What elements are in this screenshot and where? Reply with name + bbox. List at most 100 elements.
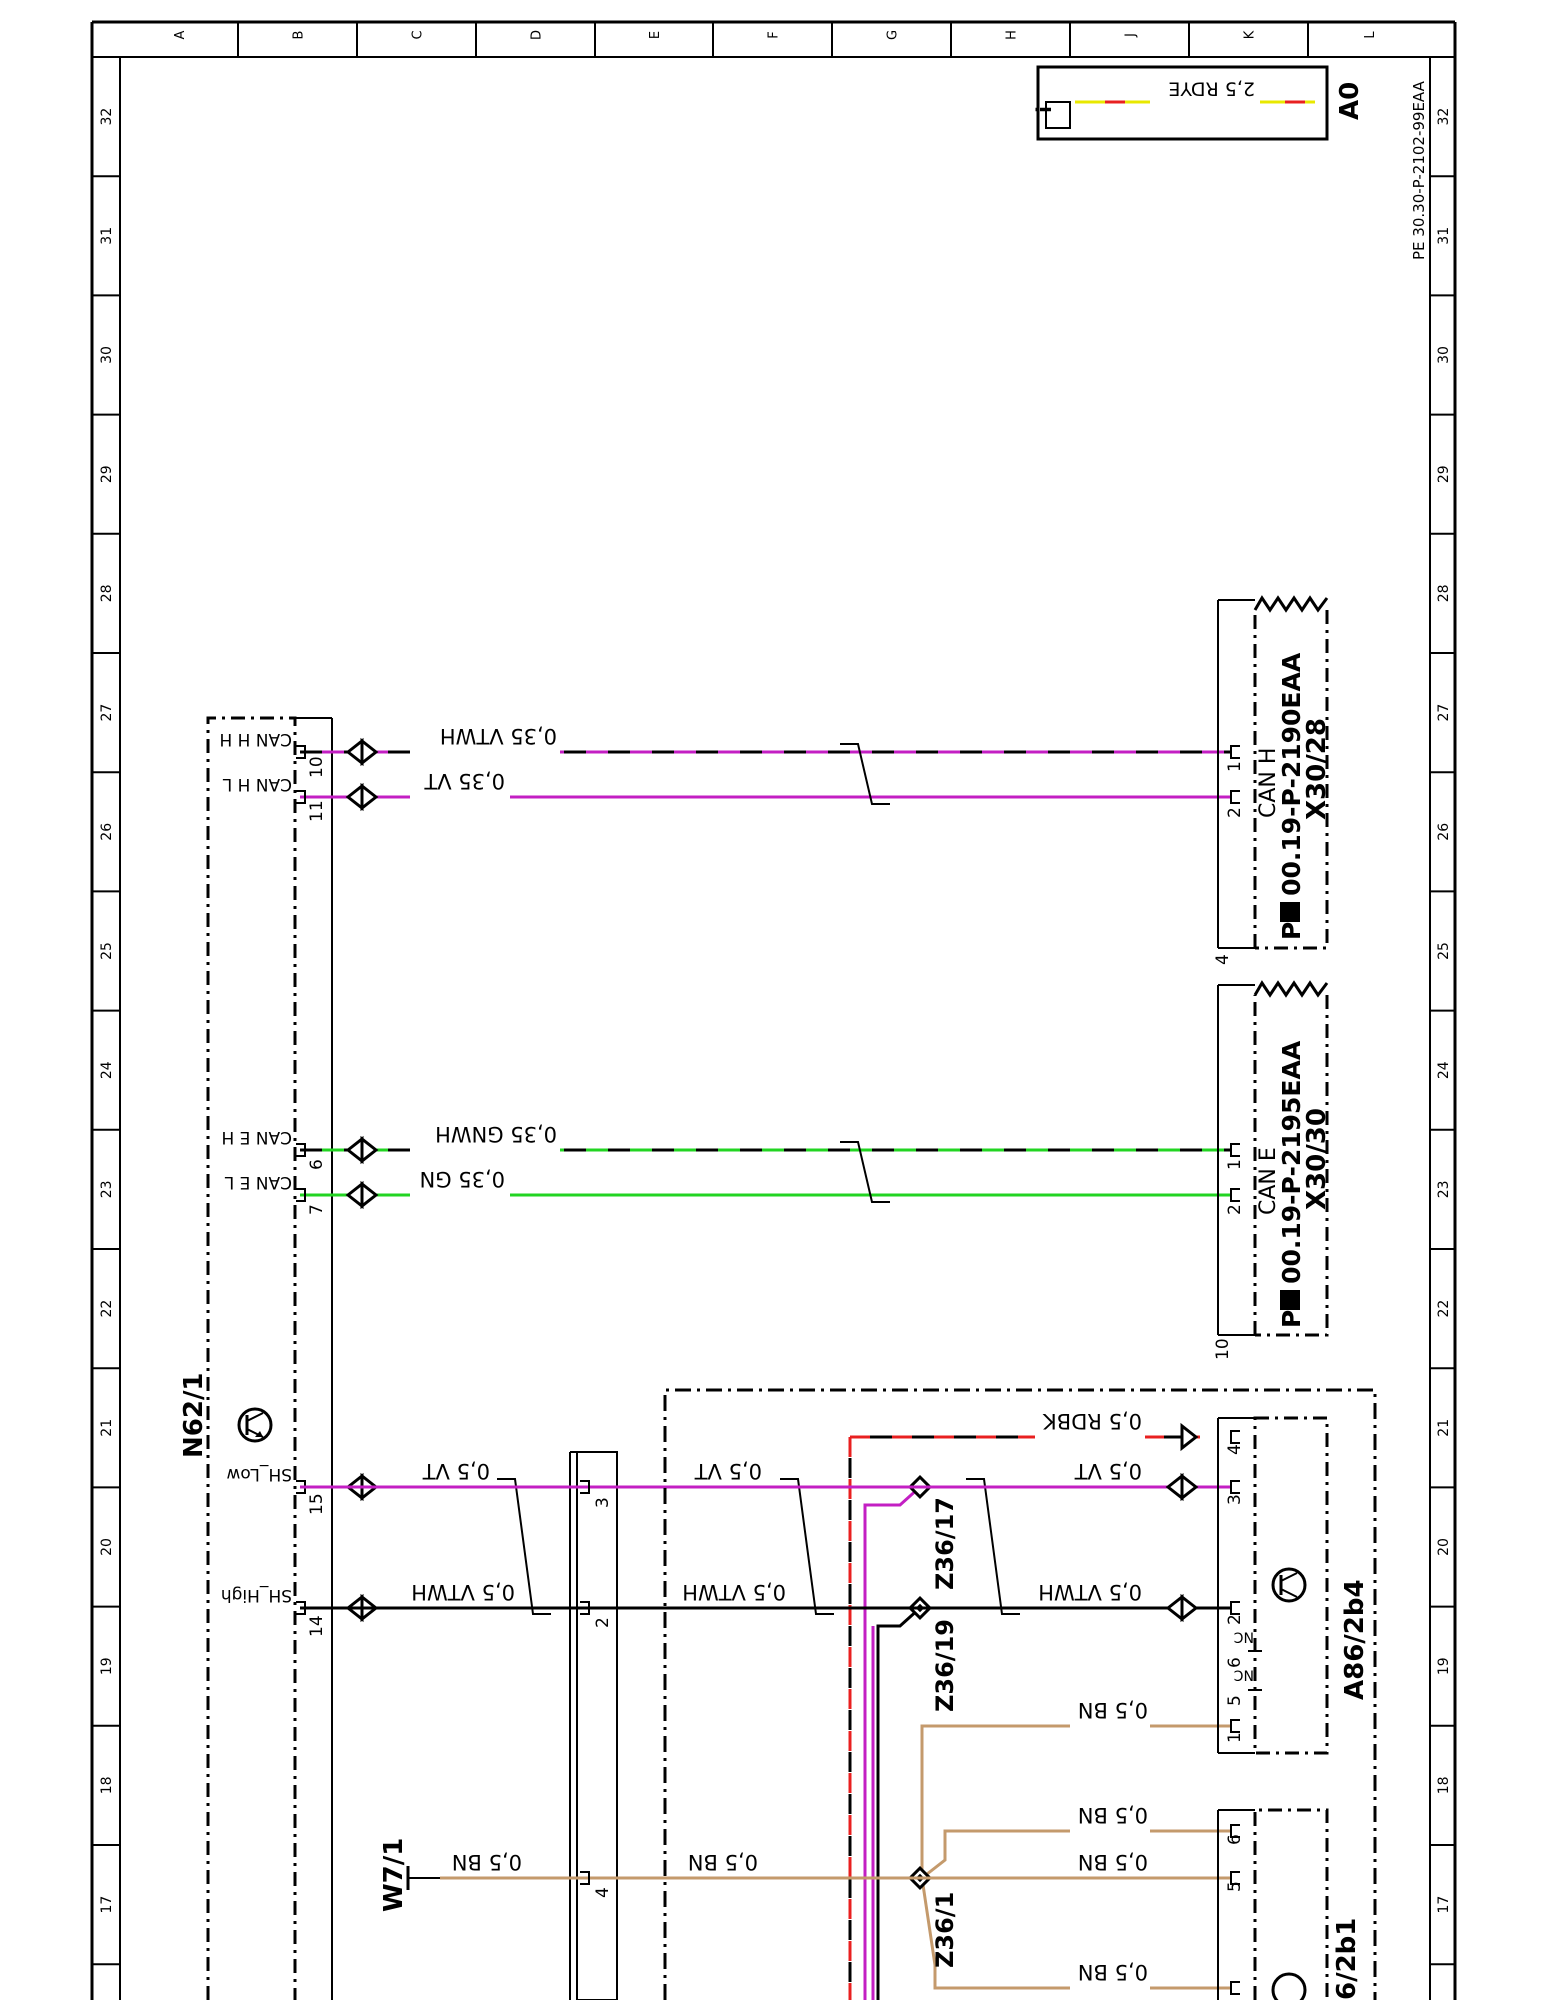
pin-arrow-icon [345, 1180, 364, 1210]
a86-nc-label-2: NC [1234, 1666, 1254, 1682]
z36-19-label: Z36/19 [931, 1619, 959, 1712]
x30-28-ref: PE 00.19-P-2190EAA [1277, 652, 1306, 940]
pin-terminal [1230, 1601, 1240, 1615]
wire-label-low-mid: 0,5 VT [695, 1459, 762, 1483]
legend-wire-label: 2,5 RDYE [1168, 77, 1255, 99]
a86-pin-1: 1 [1225, 1732, 1245, 1743]
pin-terminal [1230, 1719, 1240, 1733]
a86-system-boundary [663, 1388, 1377, 2000]
pin-arrow-icon [1165, 1472, 1184, 1502]
wire-label-can-e-h: 0,35 GNWH [435, 1122, 557, 1146]
n62-1-pins: CAN H H 10 CAN H L 11 CAN E H 6 CAN E L … [219, 729, 379, 1637]
pin-terminal [296, 1188, 306, 1202]
row-number: 27 [1436, 704, 1452, 722]
wire-label-bn-17b: 0,5 BN [1078, 1850, 1148, 1874]
pin-arrow-icon [360, 737, 379, 767]
pin-arrow-icon [360, 782, 379, 812]
column-letter: B [292, 31, 307, 40]
a86-pin-4: 4 [1225, 1444, 1245, 1455]
a86-pin-3: 3 [1225, 1494, 1245, 1505]
wire-label-bn-16: 0,5 BN [1078, 1960, 1148, 1984]
pin-terminal [1230, 1981, 1240, 1995]
row-number: 26 [99, 823, 115, 841]
n62-1-label: N62/1 [179, 1372, 209, 1458]
column-letter: C [411, 30, 426, 39]
row-number: 24 [1436, 1061, 1452, 1079]
column-letter: D [530, 30, 545, 40]
transistor-icon [237, 1407, 273, 1443]
row-number: 18 [99, 1776, 115, 1794]
pin-terminal [1230, 1480, 1240, 1494]
b-pin-6: 6 [1225, 1834, 1245, 1845]
pointing-hand-icon [1280, 902, 1300, 922]
pin-arrow-icon [1165, 1593, 1184, 1623]
x30-28-pin-2: 2 [1225, 807, 1245, 818]
x30-30-ref: PE 00.19-P-2195EAA [1277, 1040, 1306, 1328]
pin-arrow-icon [345, 737, 364, 767]
row-number: 23 [1436, 1180, 1452, 1198]
row-number: 32 [1436, 108, 1452, 126]
row-number: 31 [99, 227, 115, 245]
wire-label-bn-17a: 0,5 BN [1078, 1803, 1148, 1827]
a86-2b4-label: A86/2b4 [1340, 1579, 1370, 1700]
pin-number-can-e-l: 7 [307, 1204, 327, 1215]
x30-30-pin-1: 1 [1225, 1159, 1245, 1170]
row-number: 18 [1436, 1776, 1452, 1794]
row-number: 21 [99, 1419, 115, 1437]
w7-pin-3: 3 [593, 1497, 613, 1508]
transistor-icon [1271, 1972, 1307, 2000]
w7-1-connector: 3 2 4 W7/1 [300, 1451, 1230, 2000]
w7-pin-2: 2 [593, 1617, 613, 1628]
pin-label-sh-high: SH_High [221, 1585, 292, 1605]
pointing-hand-icon [1280, 1290, 1300, 1310]
x30-28-label: X30/28 [1302, 718, 1332, 820]
row-number: 26 [1436, 823, 1452, 841]
wire-label-bn-w7: 0,5 BN [452, 1850, 522, 1874]
a86-pin-6: 6 [1225, 1657, 1245, 1668]
a86-2b4-module: A86/2b4 4 3 2 6 5 1 NC NC [1217, 1416, 1370, 1755]
row-number: 20 [1436, 1538, 1452, 1556]
pin-terminal [296, 1143, 306, 1157]
row-number: 19 [99, 1657, 115, 1675]
pin-label-sh-low: SH_Low [226, 1464, 292, 1484]
column-letter: A [173, 30, 188, 39]
pin-number-can-h-l: 11 [307, 800, 327, 822]
pin-arrow-icon [345, 782, 364, 812]
wire-network [300, 743, 1230, 2000]
row-number: 22 [1436, 1300, 1452, 1318]
row-number: 30 [1436, 346, 1452, 364]
x30-28-count: 4 [1213, 954, 1233, 965]
pin-terminal [1230, 1871, 1240, 1885]
pin-terminal [1230, 1188, 1240, 1202]
x30-30-label: X30/30 [1302, 1108, 1332, 1210]
b-module-label: 6/2b1 [1332, 1918, 1362, 2000]
pin-arrow-icon [360, 1180, 379, 1210]
w7-1-label: W7/1 [379, 1838, 409, 1912]
wire-label-high-left: 0,5 VTWH [411, 1580, 515, 1604]
x30-30-count: 10 [1213, 1338, 1233, 1360]
info-icon: i [1032, 106, 1056, 113]
row-number: 22 [99, 1300, 115, 1318]
row-number: 25 [99, 942, 115, 960]
wire-label-high-right: 0,5 VTWH [1038, 1580, 1142, 1604]
row-number: 25 [1436, 942, 1452, 960]
x30-30-bus: CAN E [1256, 1147, 1281, 1215]
wire-label-low-right: 0,5 VT [1075, 1459, 1142, 1483]
column-letter: K [1243, 30, 1258, 39]
n62-1-module: N62/1 [179, 716, 333, 2000]
x30-28-bus: CAN H [1256, 748, 1281, 818]
pin-terminal [1230, 745, 1240, 759]
pin-arrow-icon [1180, 1593, 1199, 1623]
transistor-icon [1271, 1567, 1307, 1603]
x30-30-connector: X30/30 PE 00.19-P-2195EAA CAN E 1 2 10 [1213, 980, 1332, 1360]
pin-terminal [1230, 1824, 1240, 1838]
row-number: 29 [1436, 465, 1452, 483]
row-number: 27 [99, 704, 115, 722]
pin-terminal [1230, 1143, 1240, 1157]
pin-label-can-e-l: CAN E L [224, 1172, 292, 1192]
wire-label-high-mid: 0,5 VTWH [682, 1580, 786, 1604]
wire-label-low-left: 0,5 VT [423, 1459, 490, 1483]
row-number: 21 [1436, 1419, 1452, 1437]
pin-arrow-icon [1180, 1472, 1199, 1502]
